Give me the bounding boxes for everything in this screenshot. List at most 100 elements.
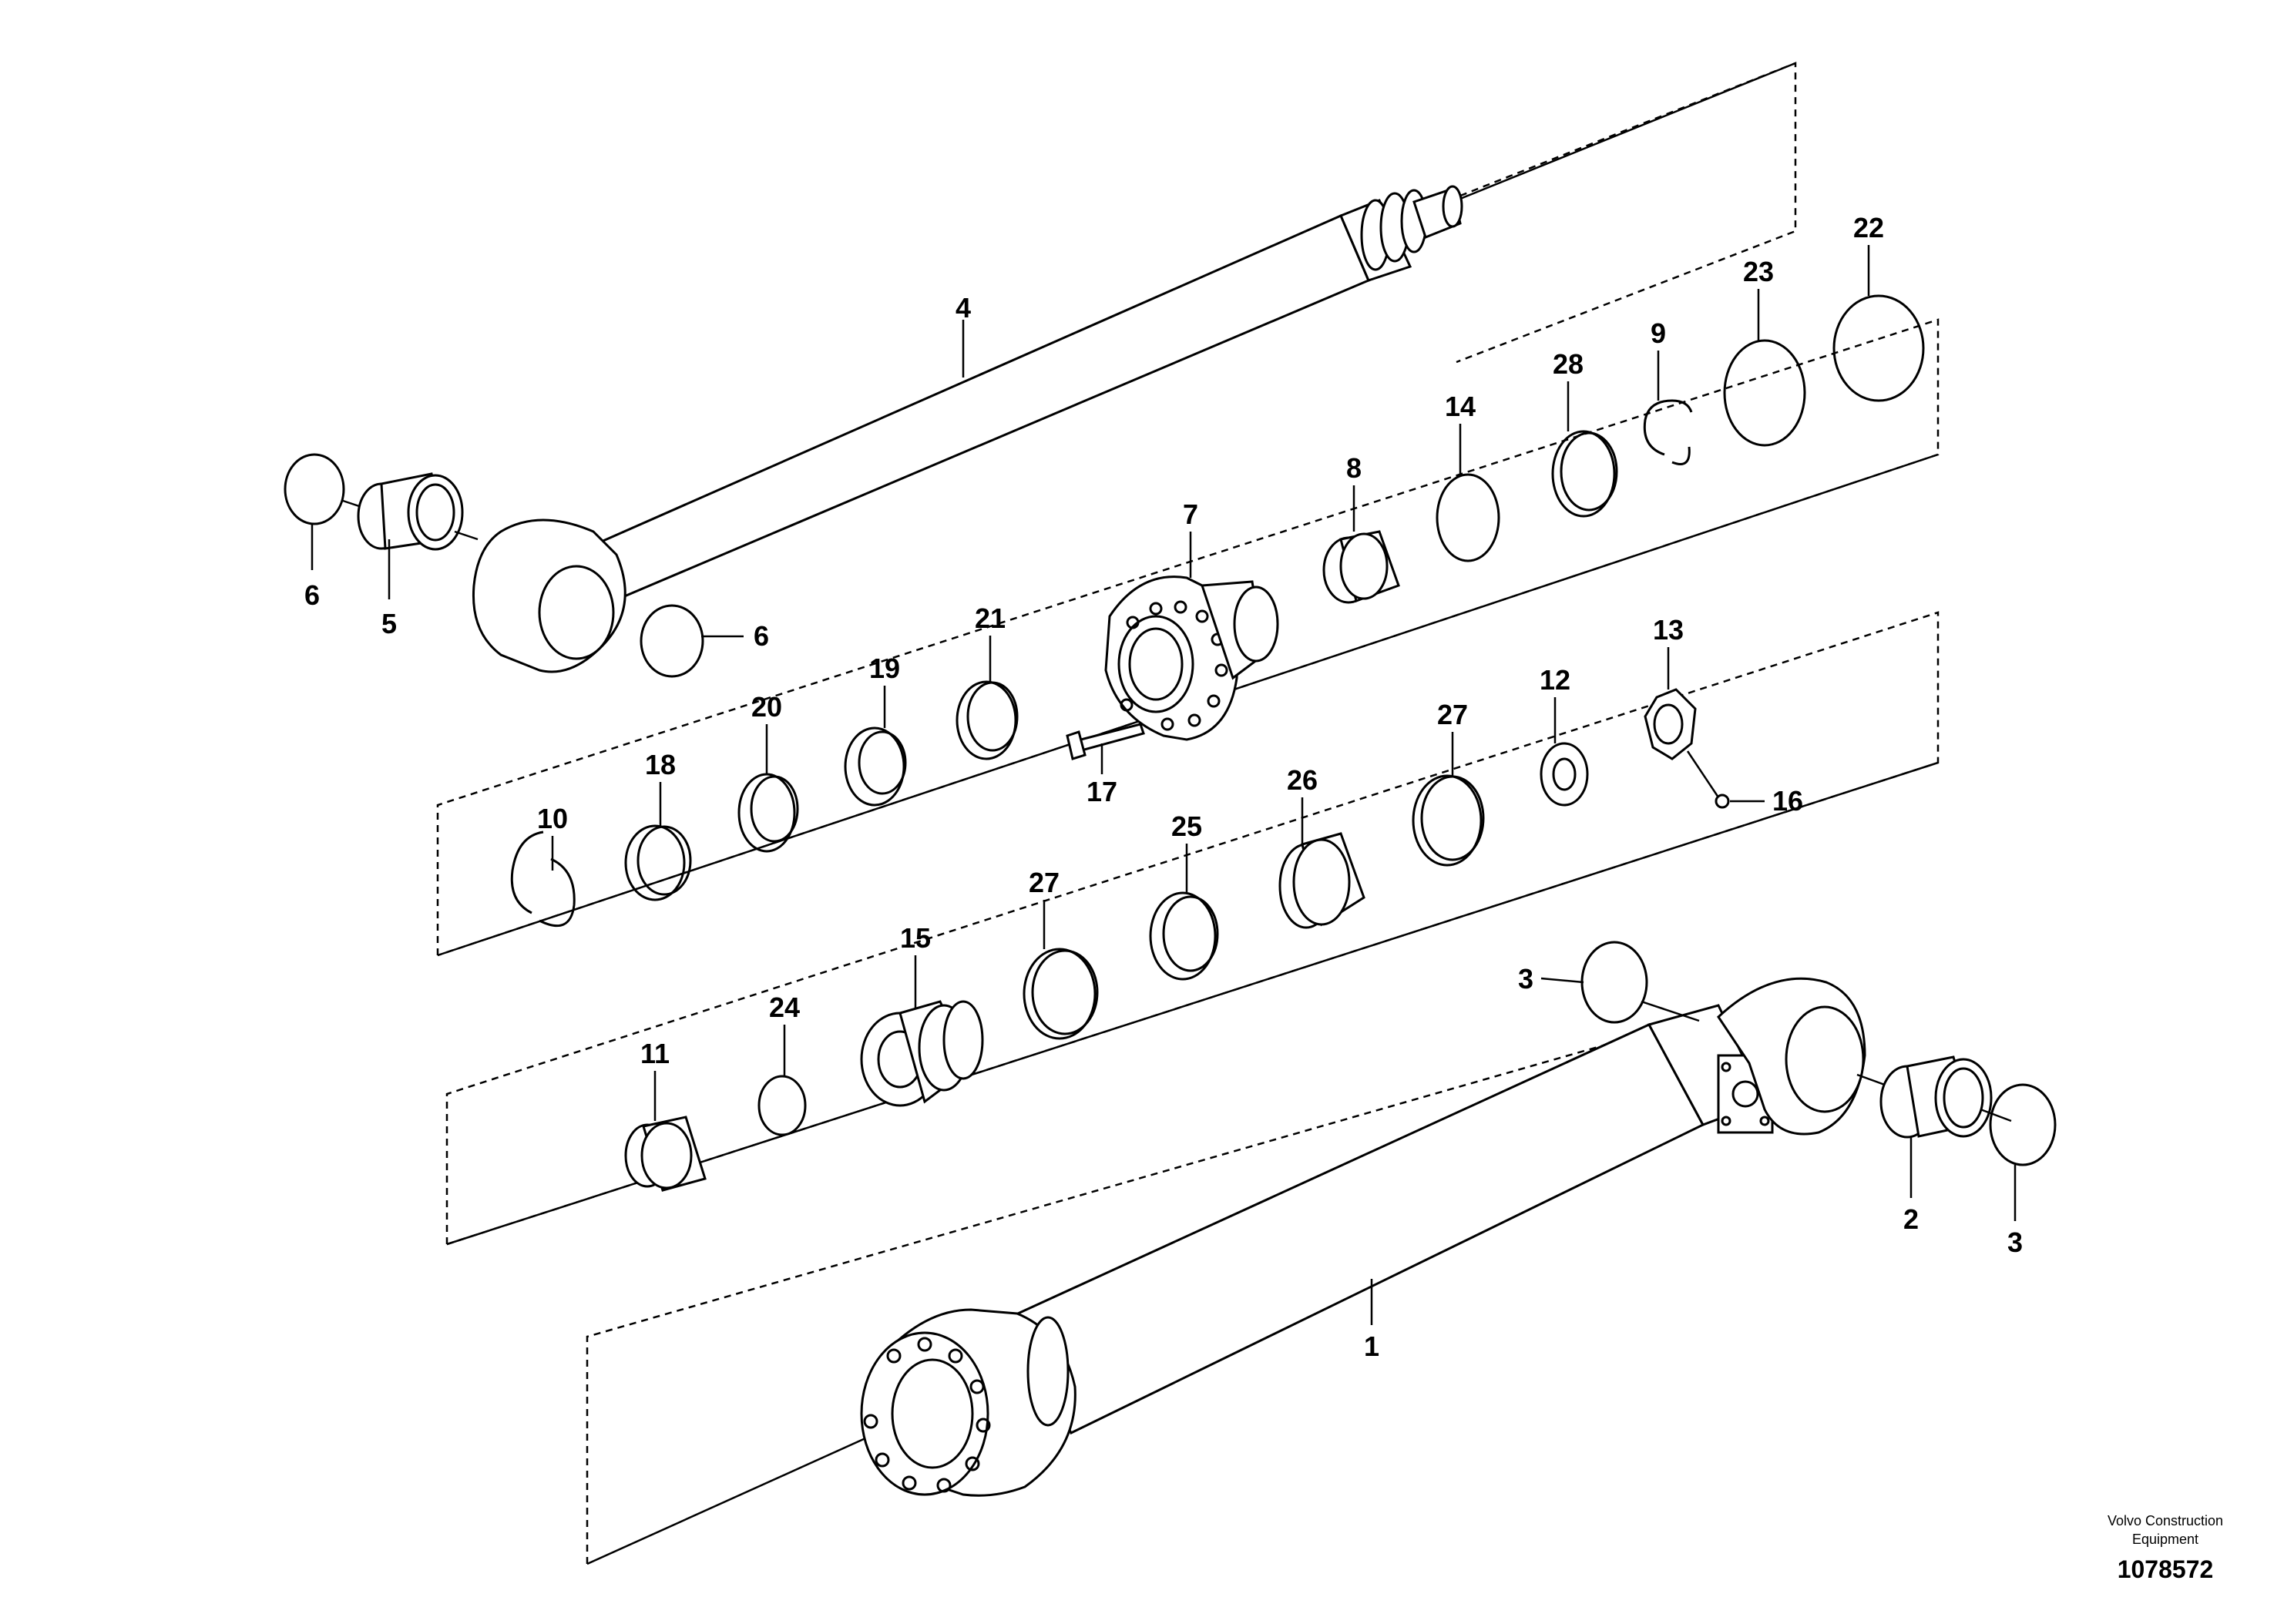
bolt-hole <box>1214 663 1228 677</box>
callout-22: 22 <box>1853 212 1884 243</box>
tube-collar <box>1026 1316 1070 1427</box>
bushing-5-bore <box>415 483 455 542</box>
callout-9: 9 <box>1651 317 1666 349</box>
callout-3-right: 3 <box>2007 1226 2023 1258</box>
callout-27-right: 27 <box>1437 699 1468 730</box>
leader-3a <box>1540 977 1584 984</box>
piston-rod-assembly <box>472 62 1797 673</box>
callout-5: 5 <box>381 608 397 639</box>
snap-ring-10-back <box>539 857 576 928</box>
seal-28-inner <box>1560 431 1618 512</box>
seal-21 <box>956 680 1017 760</box>
washer-12-hole <box>1552 757 1577 791</box>
nut-13 <box>1644 688 1697 760</box>
bolt-17-shank <box>1073 723 1145 753</box>
callout-19: 19 <box>869 653 900 684</box>
callout-16: 16 <box>1772 785 1803 817</box>
flange-hole <box>902 1475 917 1491</box>
callout-8: 8 <box>1346 452 1362 484</box>
seal-23 <box>1723 339 1806 447</box>
bolt-17-head <box>1066 730 1087 760</box>
bushing-5-axis <box>454 530 479 541</box>
callout-18: 18 <box>645 749 676 780</box>
callout-26: 26 <box>1287 764 1318 796</box>
flange-hole <box>948 1348 963 1364</box>
bolt-hole <box>1187 713 1201 727</box>
bolt-hole <box>1126 616 1140 629</box>
ring-3-right <box>1989 1083 2057 1166</box>
brand-line-1: Volvo Construction <box>2108 1513 2223 1528</box>
seal-25-inner <box>1162 895 1219 972</box>
bushing-2-bore <box>1943 1067 1984 1129</box>
port-bolt <box>1721 1116 1731 1126</box>
seal-22 <box>1832 294 1925 402</box>
flange-hole <box>965 1456 980 1471</box>
flange-hole <box>976 1418 991 1433</box>
callout-7: 7 <box>1183 498 1198 530</box>
callout-27-left: 27 <box>1029 867 1060 898</box>
callout-4: 4 <box>956 292 971 324</box>
callout-28: 28 <box>1553 348 1584 380</box>
callout-13: 13 <box>1653 614 1684 646</box>
rod-eye-bore <box>538 565 615 660</box>
seal-14 <box>1436 473 1500 562</box>
bolt-hole <box>1195 609 1209 623</box>
rod-axis-line <box>1456 62 1796 202</box>
rod-dashed-frame <box>1448 62 1797 364</box>
rod-tip <box>1442 185 1463 228</box>
tube-flange-face <box>860 1331 989 1496</box>
piston-row <box>445 611 1940 1246</box>
rod-body <box>583 214 1370 599</box>
tube-dashed-frame <box>586 1031 1650 1564</box>
ring-6-left <box>284 453 345 525</box>
ring-3-right-axis <box>1980 1108 2012 1122</box>
seal-27-left <box>1023 948 1097 1040</box>
seal-24 <box>757 1075 807 1136</box>
nut-11-face <box>640 1122 693 1189</box>
callout-15: 15 <box>900 922 931 954</box>
ring-3-top-axis <box>1641 1000 1700 1022</box>
seal-18 <box>624 824 686 901</box>
snap-ring-9-back <box>1671 446 1691 465</box>
flange-hole <box>886 1348 902 1364</box>
bolt-hole <box>1120 698 1134 712</box>
document-number: 1078572 <box>2118 1555 2214 1583</box>
bolt-hole <box>1160 717 1174 731</box>
seal-28 <box>1551 430 1616 518</box>
wear-ring-26-face <box>1292 838 1351 926</box>
callout-11: 11 <box>640 1038 670 1069</box>
callout-10: 10 <box>537 803 568 834</box>
seal-25 <box>1149 891 1217 981</box>
seal-20-inner <box>750 775 799 843</box>
tube-body <box>1007 1023 1705 1434</box>
piston-row-dashed-frame <box>445 611 1940 1246</box>
callout-6-left: 6 <box>304 579 320 611</box>
cylinder-tube-row <box>586 941 2057 1565</box>
seal-27-right-inner <box>1420 775 1485 861</box>
callout-23: 23 <box>1743 256 1774 287</box>
rod-eye-bushing-group <box>284 453 744 678</box>
callout-25: 25 <box>1171 810 1202 842</box>
callout-6-right: 6 <box>754 620 769 652</box>
head-row-dashed-frame <box>436 318 1940 957</box>
tube-eye-bore <box>1785 1005 1865 1113</box>
callout-24: 24 <box>769 992 800 1023</box>
nut-13-hole <box>1653 703 1684 745</box>
cylinder-head-row <box>436 245 1940 957</box>
brand-line-2: Equipment <box>2132 1532 2198 1547</box>
callout-17: 17 <box>1087 776 1117 807</box>
piston-15-back <box>942 1000 984 1080</box>
flange-hole <box>875 1452 890 1468</box>
port-bolt <box>1759 1116 1770 1126</box>
seal-19-inner <box>858 730 907 795</box>
flange-hole <box>936 1478 952 1493</box>
callout-20: 20 <box>751 691 782 723</box>
bolt-hole <box>1207 694 1221 708</box>
seal-21-inner <box>966 681 1019 752</box>
washer-12 <box>1540 742 1589 807</box>
seal-18-rim <box>636 825 692 896</box>
flange-hole <box>969 1379 985 1394</box>
cylinder-head-7-spigot <box>1233 586 1279 663</box>
flange-hole <box>917 1337 932 1352</box>
